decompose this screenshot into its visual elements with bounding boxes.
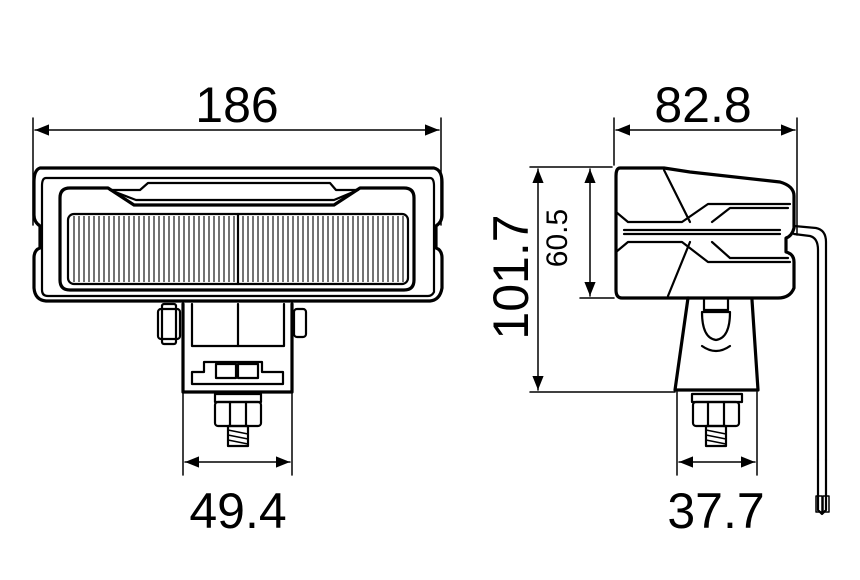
side-mount-pillar xyxy=(673,296,760,404)
side-depth-dimension: 82.8 xyxy=(613,77,798,236)
side-lamp-housing xyxy=(614,166,796,300)
side-depth-label: 82.8 xyxy=(654,77,751,133)
side-base-dimension: 37.7 xyxy=(667,391,765,539)
side-housing-dimension: 60.5 xyxy=(541,168,615,299)
front-bracket-dimension: 49.4 xyxy=(182,391,293,539)
side-cable xyxy=(792,224,830,516)
side-height-label: 101.7 xyxy=(483,214,539,339)
side-bolt xyxy=(691,400,741,448)
front-lens-ribs xyxy=(73,216,404,282)
front-bolt xyxy=(213,400,263,448)
side-view: 82.8 101.7 60.5 xyxy=(483,77,830,539)
front-width-dimension: 186 xyxy=(32,77,442,226)
front-lamp-housing xyxy=(32,166,444,303)
front-bracket-label: 49.4 xyxy=(189,483,286,539)
side-base-label: 37.7 xyxy=(667,483,764,539)
side-housing-label: 60.5 xyxy=(541,209,574,267)
front-view: 186 xyxy=(32,77,444,539)
front-width-label: 186 xyxy=(195,77,278,133)
side-height-dimension: 101.7 xyxy=(483,166,676,393)
front-mounting-bracket xyxy=(156,302,308,404)
